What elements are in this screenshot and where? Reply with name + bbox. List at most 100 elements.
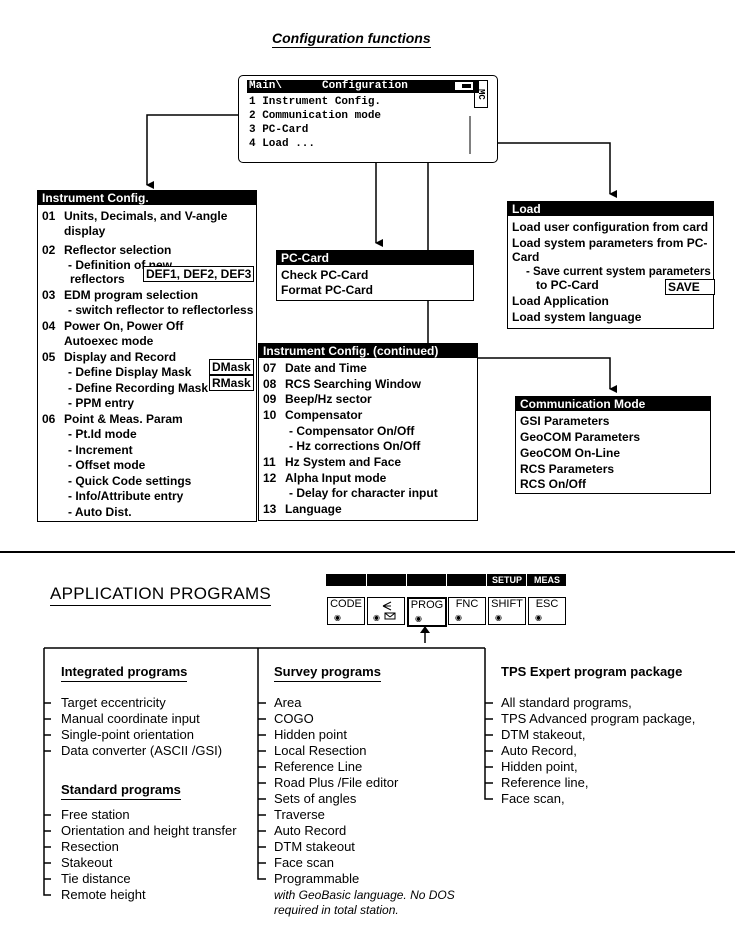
program-item: Data converter (ASCII /GSI): [61, 743, 223, 758]
program-item: Face scan,: [501, 791, 565, 806]
card-indicator: MC: [474, 80, 488, 108]
load-row: to PC-Card: [536, 278, 599, 292]
program-item: Single-point orientation: [61, 727, 194, 742]
fnc-key[interactable]: FNC◉: [448, 597, 486, 625]
row-label: - Compensator On/Off: [289, 424, 415, 438]
bracket-survey: [257, 648, 266, 880]
instrument-config-continued-title: Instrument Config. (continued): [259, 344, 477, 358]
row-number: 02: [42, 243, 56, 257]
soft-key-3[interactable]: [406, 574, 447, 586]
soft-key-2[interactable]: [366, 574, 407, 586]
row-label: Alpha Input mode: [285, 471, 387, 485]
bracket-integrated: [43, 648, 51, 896]
program-item: Sets of angles: [274, 791, 357, 806]
bracket-tps: [484, 648, 493, 800]
row-label: reflectors: [70, 272, 125, 286]
display-mask-tag: DMask: [209, 359, 254, 375]
program-item: DTM stakeout: [274, 839, 355, 854]
program-item: Programmable: [274, 871, 360, 886]
program-item: Tie distance: [61, 871, 131, 886]
row-label: Reflector selection: [64, 243, 172, 257]
standard-title: Standard programs: [61, 782, 181, 800]
lcd-header: Main\ Configuration: [247, 80, 479, 93]
prog-key-label: PROG: [410, 599, 444, 611]
config-title: Configuration functions: [272, 30, 431, 48]
battery-icon: [455, 82, 473, 90]
row-label: EDM program selection: [64, 288, 199, 302]
row-number: 06: [42, 412, 56, 426]
load-row: Card: [512, 250, 540, 264]
soft-key-4[interactable]: [446, 574, 487, 586]
indicator-dot-icon: ◉: [535, 613, 542, 622]
program-item: Free station: [61, 807, 130, 822]
comm-row: RCS Parameters: [520, 462, 615, 476]
pc-card-box: PC-Card Check PC-Card Format PC-Card: [276, 250, 474, 301]
row-label: - Pt.Id mode: [68, 427, 137, 441]
row-label: Autoexec mode: [64, 334, 154, 348]
program-item: Stakeout: [61, 855, 113, 870]
soft-key-bar: SETUP MEAS: [326, 574, 566, 586]
row-number: 11: [263, 455, 276, 469]
instrument-config-title: Instrument Config.: [38, 191, 256, 205]
comm-row: GSI Parameters: [520, 414, 610, 428]
soft-key-setup[interactable]: SETUP: [486, 574, 527, 586]
program-item: Traverse: [274, 807, 325, 822]
code-key[interactable]: CODE ◉: [327, 597, 365, 625]
code-key-label: CODE: [330, 598, 362, 610]
row-label: - Delay for character input: [289, 486, 438, 500]
lcd-menu-item-4[interactable]: 4 Load ...: [249, 138, 316, 150]
load-row: Load system parameters from PC-: [512, 236, 708, 250]
esc-key-label: ESC: [535, 598, 559, 610]
application-programs-title: APPLICATION PROGRAMS: [50, 584, 272, 606]
tps-title: TPS Expert program package: [501, 664, 683, 679]
row-number: 07: [263, 361, 277, 375]
program-item: Face scan: [274, 855, 334, 870]
comm-row: GeoCOM Parameters: [520, 430, 641, 444]
program-item: Reference line,: [501, 775, 589, 790]
communication-mode-box: Communication Mode GSI Parameters GeoCOM…: [515, 396, 711, 494]
row-label: Power On, Power Off: [64, 319, 184, 333]
row-number: 05: [42, 350, 56, 364]
recording-mask-tag: RMask: [209, 375, 254, 391]
illumination-key[interactable]: ◉: [367, 597, 405, 625]
row-label: display: [64, 224, 106, 238]
row-label: - PPM entry: [68, 396, 135, 410]
row-label: Point & Meas. Param: [64, 412, 183, 426]
program-item: Hidden point,: [501, 759, 578, 774]
row-number: 08: [263, 377, 277, 391]
pc-card-check: Check PC-Card: [281, 268, 369, 282]
lcd-menu-item-1[interactable]: 1 Instrument Config.: [249, 96, 382, 108]
lcd-header-left: Main\: [249, 80, 283, 92]
survey-title: Survey programs: [274, 664, 381, 682]
row-label: - Define Recording Mask: [68, 381, 209, 395]
fnc-key-label: FNC: [455, 598, 479, 610]
program-item: Manual coordinate input: [61, 711, 200, 726]
indicator-dot-icon: ◉: [334, 613, 341, 622]
row-label: Date and Time: [285, 361, 367, 375]
prog-key[interactable]: PROG ◉: [407, 597, 447, 627]
esc-key[interactable]: ESC ◉: [528, 597, 566, 625]
indicator-dot-icon: ◉: [415, 614, 422, 623]
program-item: Local Resection: [274, 743, 367, 758]
soft-key-meas[interactable]: MEAS: [526, 574, 567, 586]
program-item: All standard programs,: [501, 695, 632, 710]
lcd-menu-item-2[interactable]: 2 Communication mode: [249, 110, 382, 122]
lcd-screen: Main\ Configuration MC 1 Instrument Conf…: [238, 75, 498, 163]
program-item: Orientation and height transfer: [61, 823, 237, 838]
lcd-scrollbar: [469, 116, 471, 154]
load-row: Load system language: [512, 310, 642, 324]
load-box: Load Load user configuration from card L…: [507, 201, 714, 329]
program-item: Area: [274, 695, 302, 710]
soft-key-1[interactable]: [326, 574, 366, 586]
indicator-dot-icon: ◉: [495, 613, 502, 622]
program-item: Hidden point: [274, 727, 347, 742]
row-number: 04: [42, 319, 56, 333]
survey-note-1: with GeoBasic language. No DOS: [274, 888, 455, 902]
lcd-menu-item-3[interactable]: 3 PC-Card: [249, 124, 309, 136]
program-item: Auto Record: [274, 823, 347, 838]
svg-text:◉: ◉: [373, 613, 380, 622]
program-item: Auto Record,: [501, 743, 577, 758]
shift-key[interactable]: SHIFT◉: [488, 597, 526, 625]
